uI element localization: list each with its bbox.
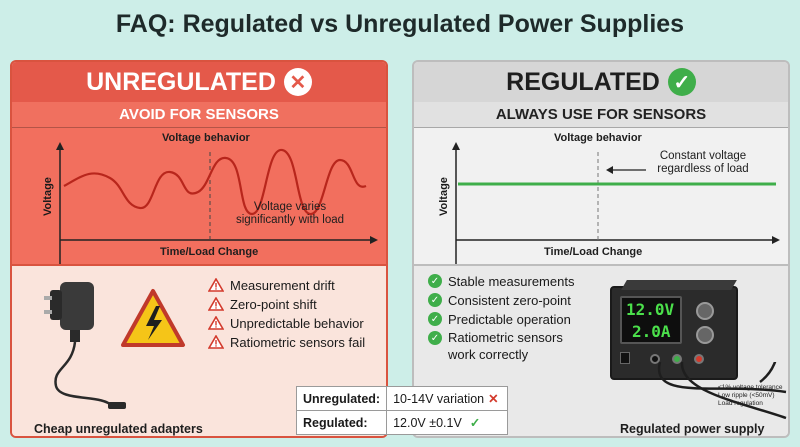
list-item: ✓Stable measurements [428,272,588,291]
unregulated-graph-svg [56,142,378,264]
row-value: 12.0V ±0.1V✓ [386,410,508,435]
graph-note: Constant voltage regardless of load [657,150,749,175]
y-axis-arrow [56,142,64,150]
x-mark-icon: ✕ [488,392,499,406]
regulated-heading: REGULATED [506,67,660,96]
list-item: ✓Ratiometric sensors work correctly [428,329,588,363]
table-row: Unregulated: 10-14V variation✕ [295,386,508,411]
check-icon: ✓ [428,274,442,288]
y-axis-arrow [452,142,460,150]
warning-icon [208,316,224,330]
spec-line: Load regulation [718,400,763,407]
warning-icon [208,278,224,292]
hazard-warning-icon [121,289,185,347]
warning-icon [208,335,224,349]
list-item: ✓Consistent zero-point [428,291,588,310]
current-display: 2.0A [632,322,671,341]
voltage-fluctuation-line [63,148,367,216]
check-circle-icon: ✓ [667,68,696,96]
spec-line: <1% voltage tolerance [718,384,783,391]
table-row: Regulated: 12.0V ±0.1V✓ [295,410,508,435]
x-circle-icon: ✕ [283,68,312,96]
unregulated-voltage-graph: Voltage behavior Voltage Time/Load Chang… [12,128,386,264]
x-axis-label: Time/Load Change [544,246,643,258]
x-axis-arrow [772,236,780,244]
unregulated-caption: Cheap unregulated adapters [34,422,203,436]
y-axis-label: Voltage [438,177,450,216]
unregulated-issue-list: Measurement drift Zero-point shift Unpre… [208,276,365,352]
check-mark-icon: ✓ [469,416,481,430]
list-item: Zero-point shift [208,295,365,314]
comparison-table: Unregulated: 10-14V variation✕ Regulated… [295,386,508,435]
regulated-benefit-list: ✓Stable measurements ✓Consistent zero-po… [428,272,588,363]
spec-notes: <1% voltage tolerance Low ripple (<50mV)… [718,384,783,408]
spec-line: Low ripple (<50mV) [718,392,775,399]
voltage-knob [696,302,714,320]
list-item: Unpredictable behavior [208,314,365,333]
regulated-header: REGULATED ✓ [414,62,788,102]
check-icon: ✓ [428,331,442,345]
row-label: Unregulated: [295,386,388,411]
terminal [650,354,660,364]
voltage-display: 12.0V [626,300,675,319]
check-icon: ✓ [428,312,442,326]
regulated-panel: REGULATED ✓ ALWAYS USE FOR SENSORS Volta… [412,60,790,438]
power-switch [620,352,630,364]
graph-title: Voltage behavior [162,132,250,144]
x-axis-label: Time/Load Change [160,246,259,258]
supply-cables-icon [657,362,787,420]
current-knob [696,326,714,344]
row-label: Regulated: [295,410,388,435]
regulated-subheading: ALWAYS USE FOR SENSORS [414,102,788,128]
page-title: FAQ: Regulated vs Unregulated Power Supp… [115,10,685,38]
terminal [672,354,682,364]
unregulated-heading: UNREGULATED [86,67,276,96]
check-icon: ✓ [428,293,442,307]
list-item: ✓Predictable operation [428,310,588,329]
list-item: Ratiometric sensors fail [208,333,365,352]
graph-title: Voltage behavior [554,132,642,144]
unregulated-header: UNREGULATED ✕ [12,62,386,102]
warning-icon [208,297,224,311]
terminal [694,354,704,364]
graph-note: Voltage varies significantly with load [235,201,345,226]
x-axis-arrow [370,236,378,244]
wall-adapter-icon [44,282,126,409]
note-arrowhead [606,166,613,174]
row-value: 10-14V variation✕ [386,386,508,411]
regulated-graph-svg [452,142,780,264]
unregulated-panel: UNREGULATED ✕ AVOID FOR SENSORS Voltage … [10,60,388,438]
y-axis-label: Voltage [42,177,54,216]
unregulated-subheading: AVOID FOR SENSORS [12,102,386,128]
list-item: Measurement drift [208,276,365,295]
regulated-caption: Regulated power supply [620,422,765,436]
regulated-voltage-graph: Voltage behavior Voltage Time/Load Chang… [414,128,788,264]
bench-power-supply-icon: 12.0V 2.0A [610,280,746,380]
